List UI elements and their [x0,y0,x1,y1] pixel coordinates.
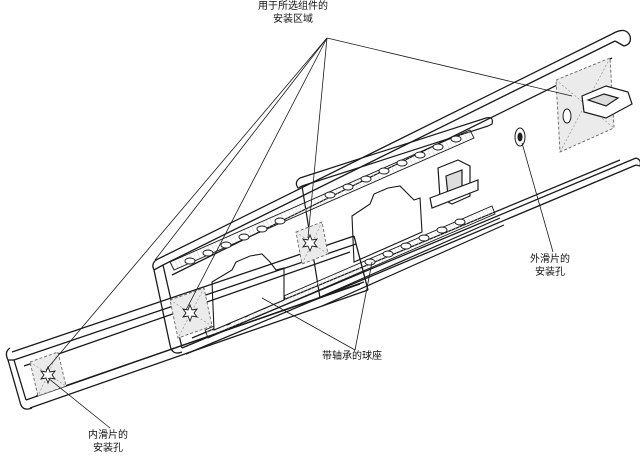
lock-bracket [429,159,479,209]
leader-mounting-zone-4 [326,37,573,97]
callout-outer-hole: 外滑片的 安装孔 [530,253,570,279]
rear-bracket [581,85,633,119]
callout-mounting-zone: 用于所选组件的 安装区域 [258,0,328,26]
callout-inner-hole-line1: 内滑片的 [88,430,128,441]
callout-bearing-seat: 带轴承的球座 [322,350,382,363]
callout-bearing-seat-line1: 带轴承的球座 [322,351,382,362]
leader-inner-hole [47,377,111,429]
leader-bearing-seat-1 [261,297,356,351]
callout-inner-hole: 内滑片的 安装孔 [88,429,128,455]
leader-mounting-zone-1 [45,37,328,371]
leader-bearing-seat-2 [354,261,373,351]
callout-mounting-zone-line1: 用于所选组件的 [258,1,328,12]
callout-inner-hole-line2: 安装孔 [93,443,123,454]
leader-outer-hole [521,142,554,253]
outer-mounting-hole [514,108,572,147]
leader-lines [45,37,573,429]
inner-mounting-hole [39,233,319,385]
leader-mounting-zone-5 [154,37,328,261]
callout-outer-hole-line1: 外滑片的 [530,254,570,265]
leader-mounting-zone-2 [185,37,328,311]
leader-mounting-zone-3 [307,37,328,239]
callout-outer-hole-line2: 安装孔 [535,267,565,278]
ball-seat-web [211,185,423,331]
middle-slide [295,117,505,307]
callout-mounting-zone-line2: 安装区域 [273,14,313,25]
ball-retainer-top [169,129,475,271]
